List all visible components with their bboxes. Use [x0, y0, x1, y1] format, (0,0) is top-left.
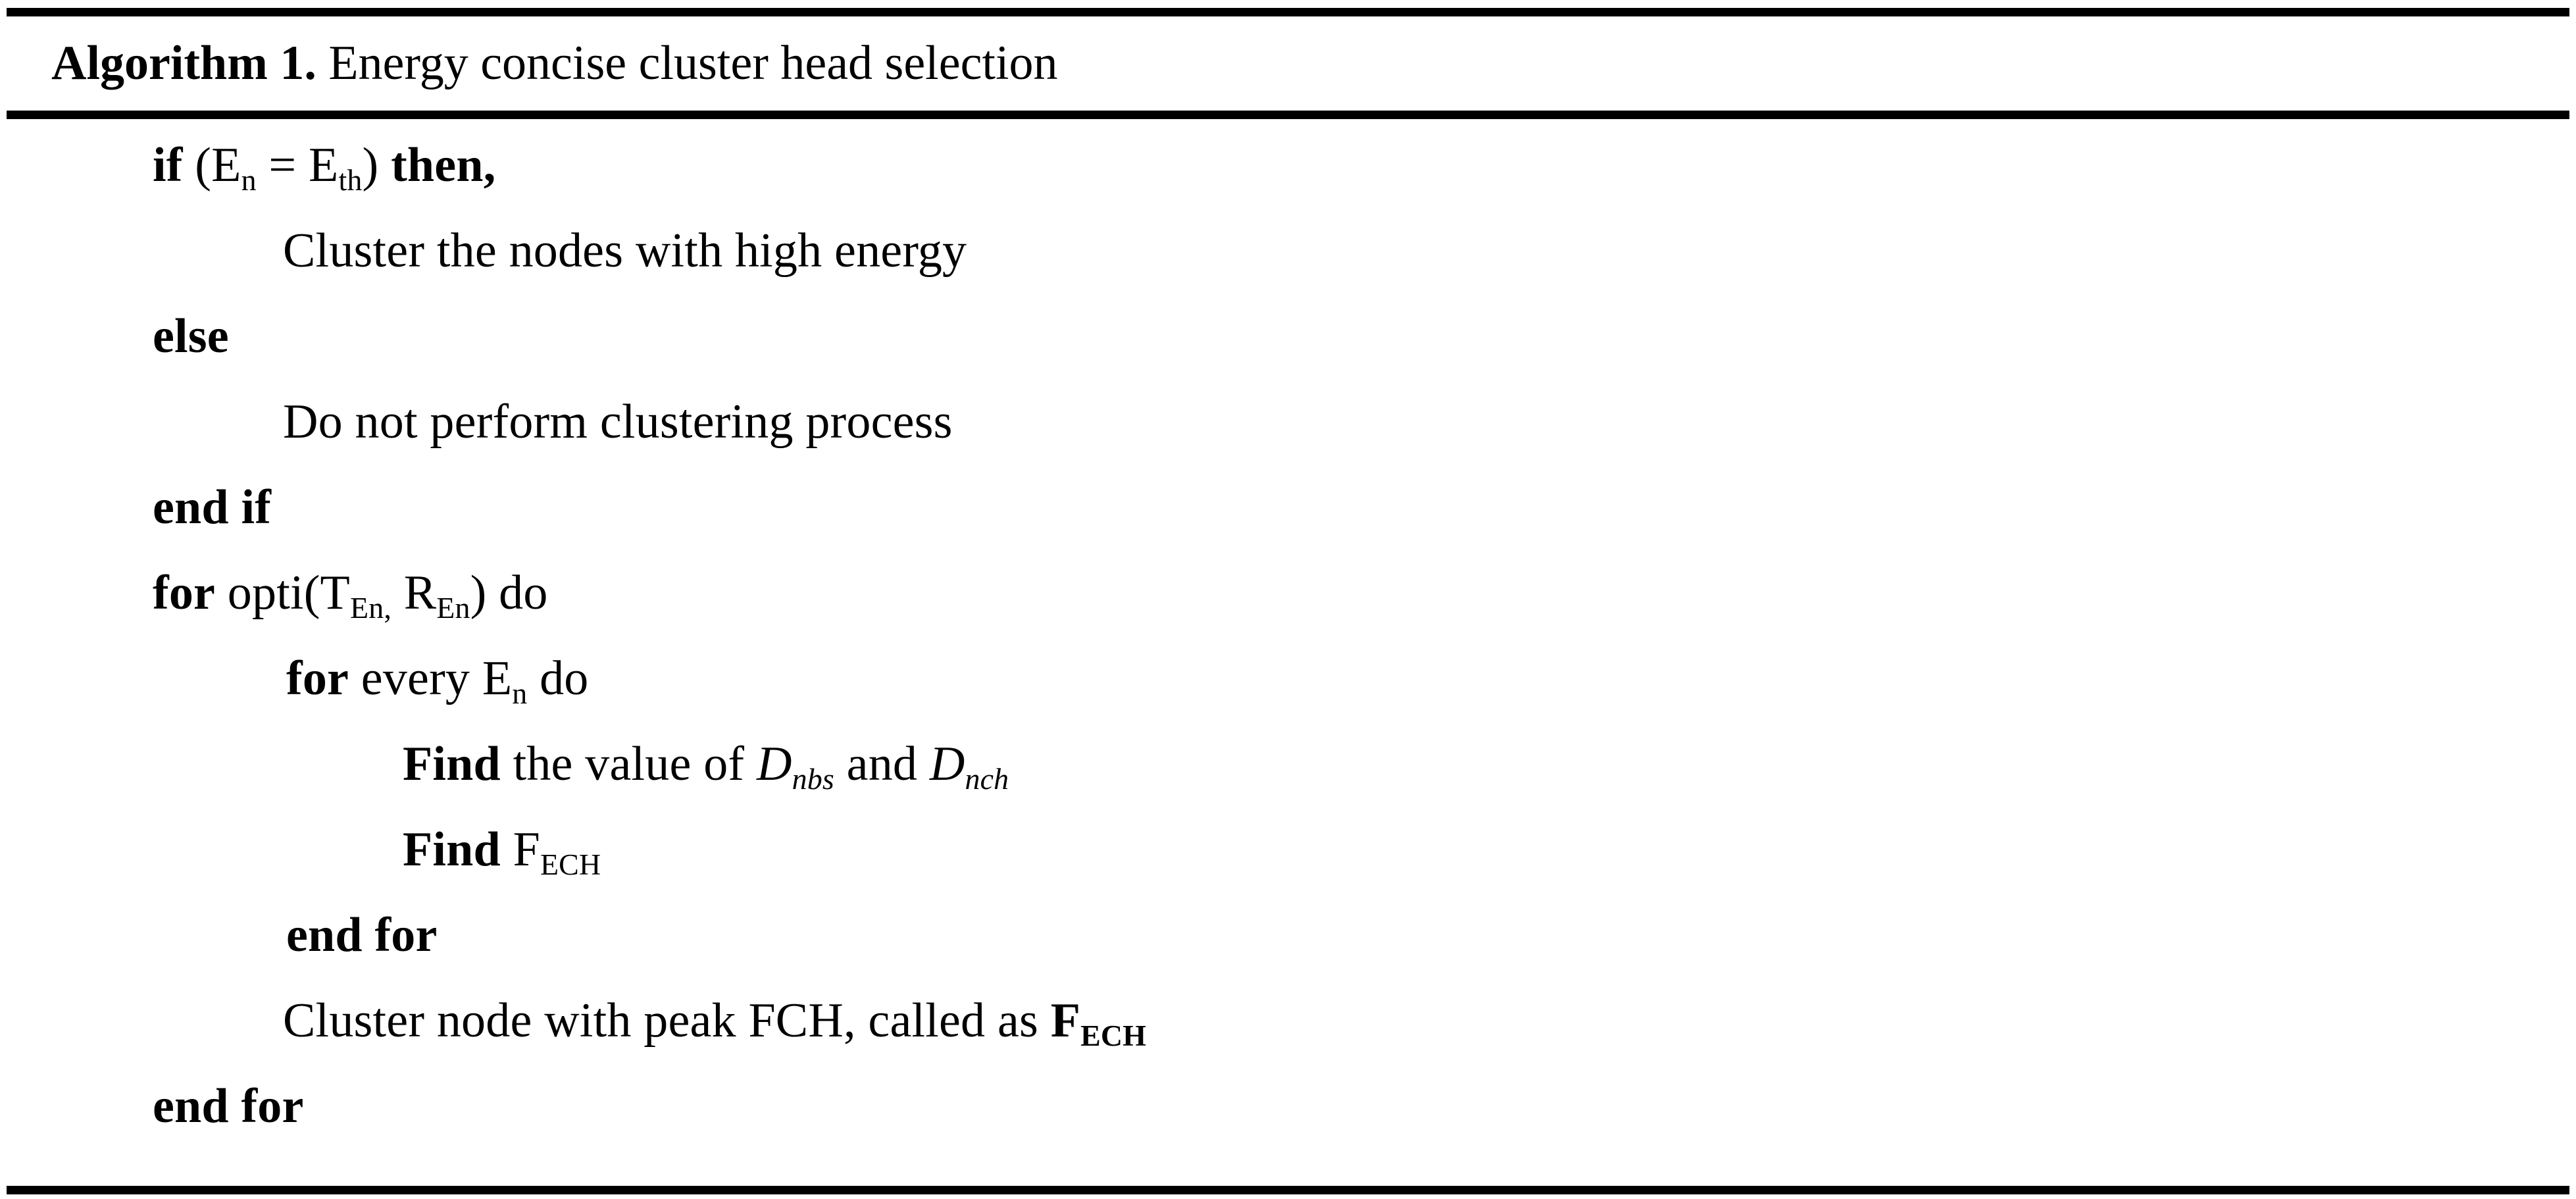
algorithm-block: Algorithm 1. Energy concise cluster head… [7, 0, 2569, 1199]
keyword-end-for-outer: end for [153, 1079, 304, 1133]
algorithm-line-if-condition: if (En = Eth) then, [153, 134, 495, 197]
for-every-close: do [527, 651, 589, 705]
subscript-nch: nch [965, 761, 1009, 796]
subscript-ech: ECH [540, 847, 601, 881]
statement-cluster-high-energy: Cluster the nodes with high energy [283, 224, 967, 278]
subscript-ech-bold: ECH [1080, 1018, 1147, 1052]
algorithm-line-find-fech: Find FECH [403, 818, 601, 881]
algorithm-bottom-rule [7, 1186, 2569, 1194]
keyword-end-for-inner: end for [286, 908, 438, 962]
keyword-find-value: Find [403, 737, 501, 791]
algorithm-line-else: else [153, 305, 229, 368]
variable-fech-bold-base: F [1050, 994, 1081, 1048]
for-opti-mid: R [391, 566, 437, 620]
algorithm-line-end-for-outer: end for [153, 1075, 304, 1138]
for-opti-open: opti(T [215, 566, 350, 620]
if-equals-eth: = E [256, 138, 339, 192]
variable-dnbs: Dnbs [756, 737, 834, 794]
keyword-else: else [153, 309, 229, 363]
keyword-if: if [153, 138, 183, 192]
keyword-for-every: for [286, 651, 349, 705]
find-value-mid: and [834, 737, 930, 791]
algorithm-label: Algorithm 1. [51, 36, 316, 90]
algorithm-line-for-every-en: for every En do [286, 647, 588, 710]
find-fech-base: F [500, 823, 540, 877]
variable-dnch-base: D [929, 737, 965, 791]
algorithm-line-end-if: end if [153, 476, 271, 539]
variable-dnch: Dnch [929, 737, 1009, 794]
algorithm-line-end-for-inner: end for [286, 904, 438, 967]
for-every-open: every E [349, 651, 513, 705]
keyword-find-fech: Find [403, 823, 501, 877]
find-value-open: the value of [500, 737, 757, 791]
for-opti-close: ) do [470, 566, 548, 620]
algorithm-header-rule [7, 111, 2569, 119]
algorithm-line-cluster-peak-fch: Cluster node with peak FCH, called as FE… [283, 989, 1146, 1052]
subscript-th: th [338, 163, 363, 197]
algorithm-top-rule [7, 8, 2569, 16]
algorithm-title: Energy concise cluster head selection [328, 36, 1058, 90]
subscript-n-every: n [512, 676, 528, 710]
algorithm-line-no-clustering: Do not perform clustering process [283, 390, 953, 453]
subscript-en-comma: En, [349, 590, 391, 625]
subscript-en: En [436, 590, 470, 625]
subscript-nbs: nbs [792, 761, 834, 796]
keyword-for-opti: for [153, 566, 216, 620]
variable-fech-bold: FECH [1050, 994, 1146, 1050]
subscript-n: n [241, 163, 257, 197]
keyword-end-if: end if [153, 480, 272, 534]
algorithm-line-for-opti: for opti(TEn, REn) do [153, 561, 548, 625]
if-close-paren: ) [362, 138, 391, 192]
if-open-paren-en: (E [182, 138, 241, 192]
algorithm-header: Algorithm 1. Energy concise cluster head… [51, 26, 1058, 100]
algorithm-line-find-dnbs-dnch: Find the value of Dnbs and Dnch [403, 732, 1009, 796]
statement-cluster-peak-fch: Cluster node with peak FCH, called as [283, 994, 1051, 1048]
algorithm-header-spacer [316, 36, 329, 90]
keyword-then: then, [391, 138, 496, 192]
variable-dnbs-base: D [756, 737, 792, 791]
statement-no-clustering: Do not perform clustering process [283, 395, 953, 449]
algorithm-line-cluster-high-energy: Cluster the nodes with high energy [283, 219, 967, 282]
